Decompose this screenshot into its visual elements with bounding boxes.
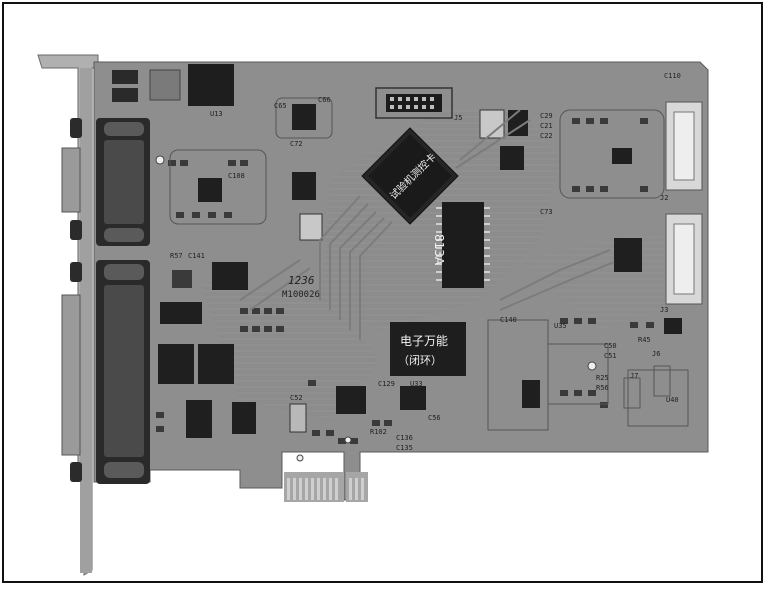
small-ics bbox=[158, 104, 682, 438]
power-regulator bbox=[112, 64, 234, 106]
db25-connector bbox=[96, 260, 150, 484]
copper-traces bbox=[239, 109, 615, 340]
mounting-holes bbox=[155, 155, 597, 462]
top-pin-header bbox=[375, 87, 453, 119]
passive-components bbox=[156, 118, 654, 444]
metal-bracket bbox=[37, 54, 99, 576]
right-pin-header-bottom bbox=[665, 213, 703, 305]
pcb-board bbox=[93, 61, 709, 501]
silkscreen-outlines bbox=[169, 97, 689, 431]
pcie-edge-connector bbox=[284, 472, 368, 502]
main-processor-chip bbox=[361, 127, 459, 225]
driver-chip bbox=[436, 202, 490, 288]
brand-block bbox=[390, 322, 466, 376]
right-pin-header-top bbox=[665, 101, 703, 191]
db9-connector bbox=[96, 118, 150, 246]
